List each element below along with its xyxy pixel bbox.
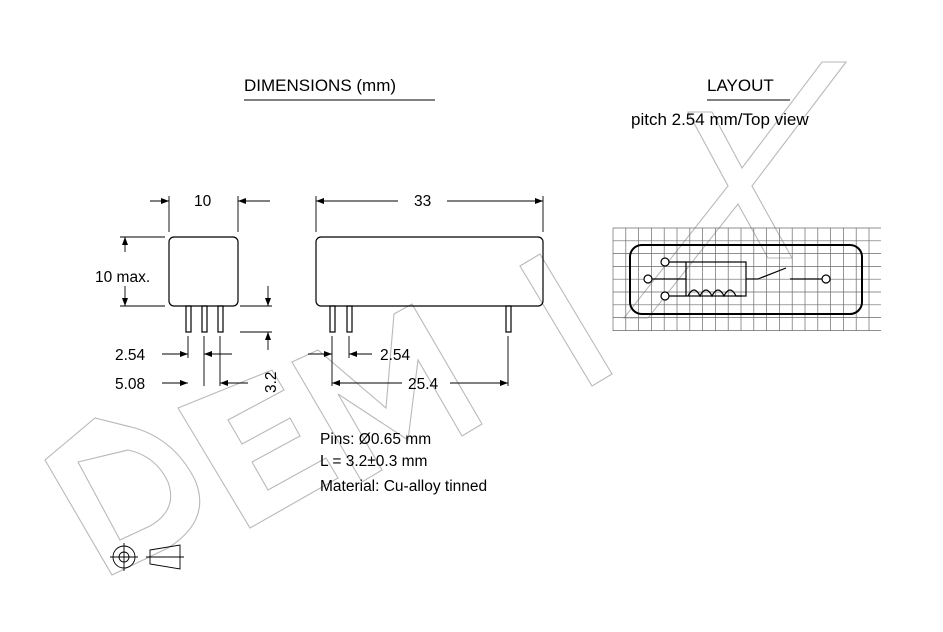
front-pin-1 <box>329 305 336 333</box>
height-label: 10 max. <box>95 269 150 286</box>
side-pin-3 <box>217 305 224 333</box>
coil-icon <box>687 289 742 298</box>
width-label: 10 <box>194 193 212 210</box>
pad-3 <box>660 291 670 301</box>
layout-footprint <box>629 244 863 315</box>
note-length: L = 3.2±0.3 mm <box>320 453 427 470</box>
side-pin-1 <box>185 305 192 333</box>
pad-4 <box>821 274 831 284</box>
pad-2 <box>643 274 653 284</box>
pitch-right-label: 2.54 <box>380 347 411 364</box>
footprint-outline <box>629 244 863 315</box>
length-label: 33 <box>414 193 431 210</box>
layout-subtitle: pitch 2.54 mm/Top view <box>631 110 809 129</box>
side-view: 10 10 max. 2.54 5.08 3.2 <box>95 193 280 393</box>
pin-length-label: 3.2 <box>263 371 280 393</box>
front-pin-2 <box>346 305 353 333</box>
front-view-body <box>315 236 544 307</box>
side-pin-2 <box>201 305 208 333</box>
pitch-left-label: 2.54 <box>115 347 146 364</box>
front-pin-3 <box>505 305 512 333</box>
first-angle-projection-icon <box>110 543 184 571</box>
side-view-body <box>168 236 239 307</box>
pin-span-label: 25.4 <box>408 376 439 393</box>
watermark-demix <box>44 61 848 576</box>
front-view: 33 2.54 25.4 <box>308 193 544 393</box>
dimensions-title: DIMENSIONS (mm) <box>244 76 396 95</box>
layout-title: LAYOUT <box>707 76 774 95</box>
pitch-double-label: 5.08 <box>115 376 145 393</box>
switch-contact-icon <box>757 267 787 280</box>
note-pins: Pins: Ø0.65 mm <box>320 431 431 448</box>
pad-1 <box>660 257 670 267</box>
note-material: Material: Cu-alloy tinned <box>320 478 487 495</box>
